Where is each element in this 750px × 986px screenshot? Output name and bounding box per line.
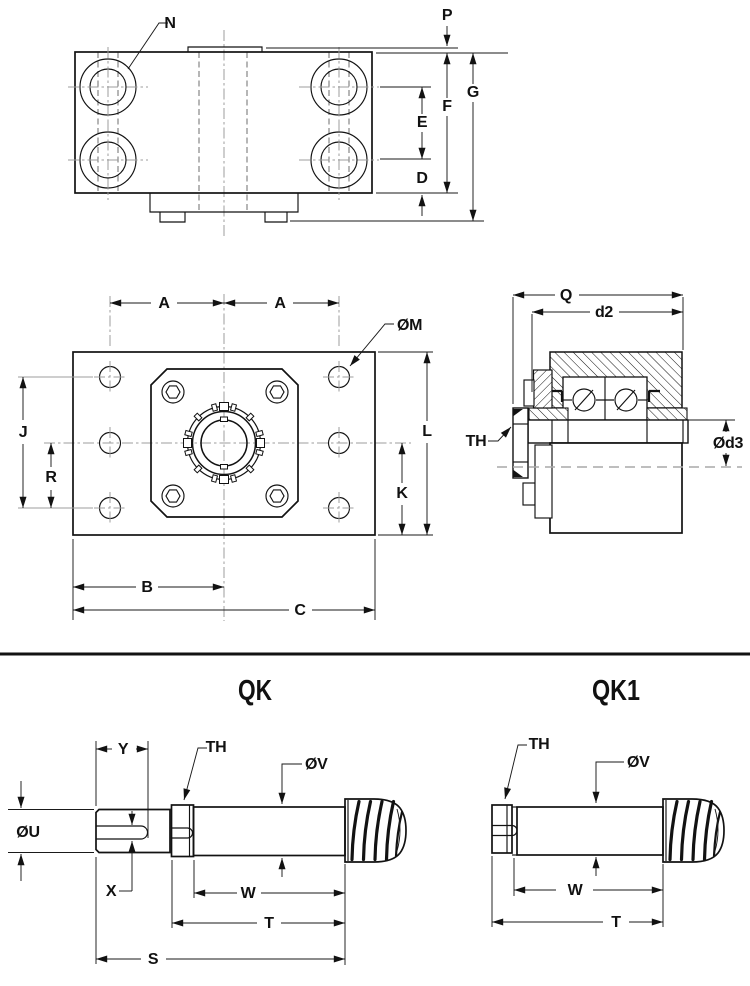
top-view: N P G F E D	[68, 7, 508, 237]
dim-label-r: R	[45, 469, 57, 486]
dim-label-s: S	[148, 951, 159, 968]
shaft-type-title-qk: QK	[238, 675, 272, 707]
dim-label-a-right: A	[274, 295, 286, 312]
dim-label-v-qk1: ØV	[627, 754, 650, 771]
dim-label-d: D	[416, 170, 427, 187]
dim-label-t-qk1: T	[611, 914, 621, 931]
dim-label-w-qk1: W	[568, 882, 584, 899]
dim-label-b: B	[141, 579, 152, 596]
dim-label-w-qk: W	[241, 885, 257, 902]
shaft-type-title-qk1: QK1	[592, 675, 640, 707]
dim-label-k: K	[396, 485, 408, 502]
side-section-view: Q d2 TH Ød3	[466, 287, 744, 534]
hex-socket-screws	[161, 380, 289, 508]
dim-label-th-side: TH	[466, 433, 487, 450]
dim-label-d3: Ød3	[713, 435, 744, 452]
dim-label-t-qk: T	[264, 915, 274, 932]
dim-label-th-qk: TH	[206, 739, 227, 756]
shaft-end-qk1: QK1 TH ØV W T	[491, 675, 725, 931]
dim-label-x: X	[106, 883, 117, 900]
dim-label-th-qk1: TH	[529, 736, 550, 753]
threaded-end-qk1	[662, 798, 725, 863]
dim-label-p: P	[442, 7, 453, 24]
dim-label-j: J	[19, 424, 28, 441]
dim-label-e: E	[417, 114, 428, 131]
dim-label-q: Q	[560, 287, 572, 304]
threaded-end-qk	[344, 798, 407, 863]
counterbore-holes	[68, 47, 379, 200]
dim-label-v-qk: ØV	[305, 756, 328, 773]
dim-label-u: ØU	[16, 824, 39, 841]
dim-label-l: L	[422, 423, 432, 440]
locknut-face	[183, 402, 265, 484]
dim-label-g: G	[467, 84, 479, 101]
dim-label-f: F	[442, 98, 452, 115]
dim-label-d2: d2	[595, 304, 613, 321]
dim-label-n: N	[164, 15, 175, 32]
shaft-end-qk: QK ØU Y TH ØV X W T	[8, 675, 407, 968]
dim-label-m: ØM	[397, 317, 422, 334]
mounting-holes	[94, 361, 355, 524]
dim-label-y: Y	[118, 741, 129, 758]
dim-label-c: C	[294, 602, 306, 619]
dim-label-a-left: A	[158, 295, 170, 312]
front-view: A A ØM J R L K B C	[18, 294, 433, 621]
